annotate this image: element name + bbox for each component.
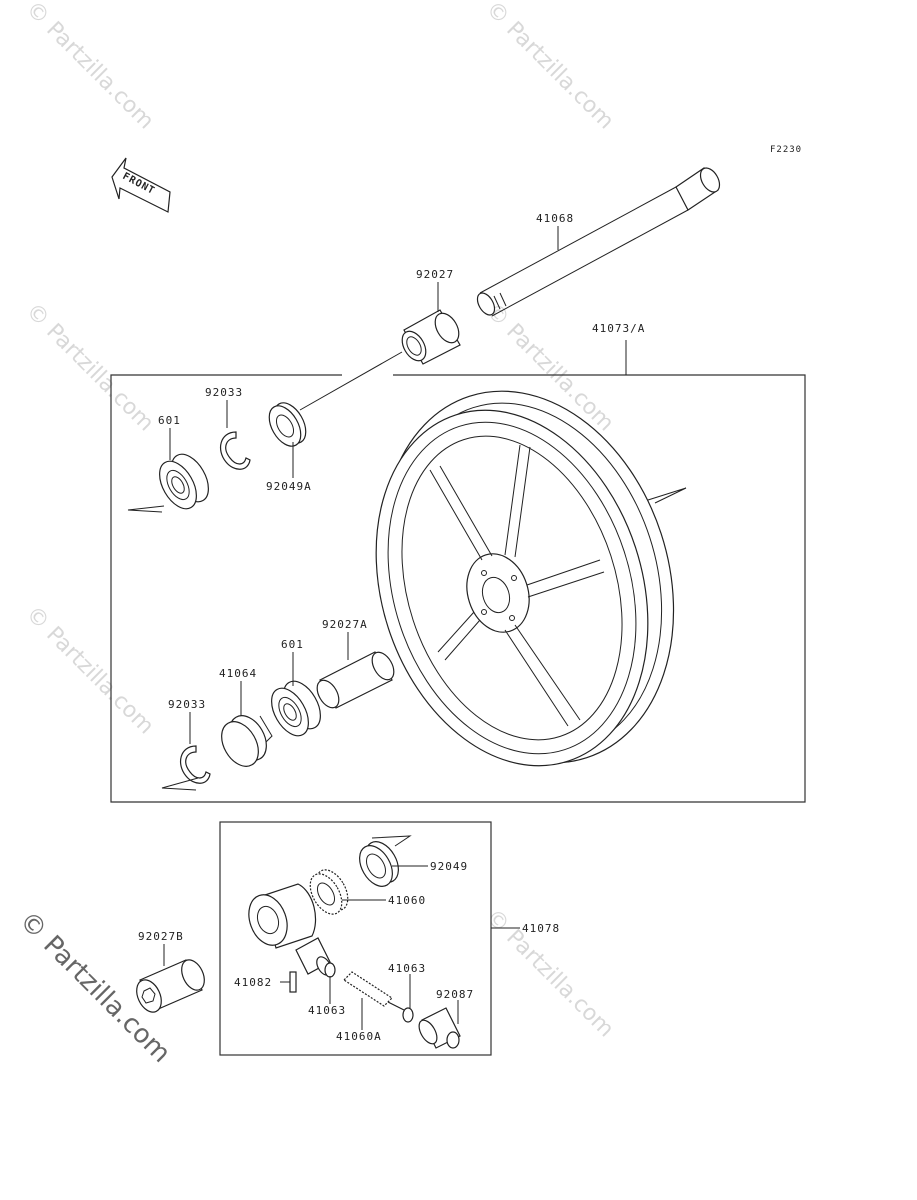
label-41063-left: 41063 <box>308 1004 346 1017</box>
pin-41082-part <box>289 971 297 993</box>
connector-spacer-bearing <box>299 351 403 411</box>
bushing-92087-part <box>418 1007 461 1049</box>
drive-plate-part <box>221 715 273 767</box>
spacer-92027a-part <box>316 651 395 709</box>
circlip-bottom-part <box>179 745 211 784</box>
gear-41060-part <box>309 869 349 915</box>
label-92049: 92049 <box>430 860 468 873</box>
watermark-5: © Partzilla.com <box>21 602 159 740</box>
label-41068: 41068 <box>536 212 574 225</box>
label-92049a: 92049A <box>266 480 312 493</box>
label-41060a: 41060A <box>336 1030 382 1043</box>
washer-41063-right-part <box>324 962 414 1023</box>
label-92027a: 92027A <box>322 618 368 631</box>
seal-92049-part <box>359 841 399 887</box>
pointer-92049 <box>371 835 412 847</box>
bearing-top-part <box>159 453 209 510</box>
wheel-part <box>375 390 687 767</box>
diagram-code: F2230 <box>770 145 802 155</box>
gear-housing-part <box>248 883 332 976</box>
label-601-top: 601 <box>158 414 181 427</box>
label-41064: 41064 <box>219 667 257 680</box>
wheel-assembly-box <box>110 374 806 803</box>
label-92033-bottom: 92033 <box>168 698 206 711</box>
bearing-bottom-part <box>271 680 321 737</box>
label-41073a: 41073/A <box>592 322 645 335</box>
collar-92027b-part <box>136 959 205 1013</box>
axle-part <box>476 167 721 317</box>
label-601-bottom: 601 <box>281 638 304 651</box>
watermark-1: © Partzilla.com <box>21 0 159 134</box>
label-92027: 92027 <box>416 268 454 281</box>
label-41078: 41078 <box>522 922 560 935</box>
pointer-bottom-left <box>161 777 199 791</box>
label-41060: 41060 <box>388 894 426 907</box>
watermark-3: © Partzilla.com <box>21 299 159 437</box>
label-92087: 92087 <box>436 988 474 1001</box>
pinion-41060a-part <box>343 971 405 1011</box>
label-41063-right: 41063 <box>388 962 426 975</box>
label-41082: 41082 <box>234 976 272 989</box>
circlip-top-part <box>219 431 251 470</box>
label-92027b: 92027B <box>138 930 184 943</box>
seal-92049a-part <box>268 402 307 447</box>
spacer-92027-part <box>401 309 461 365</box>
watermark-2: © Partzilla.com <box>481 0 619 134</box>
pointer-top-left <box>127 505 165 513</box>
speedo-gear-box <box>219 821 492 1056</box>
front-arrow-icon: FRONT <box>111 157 171 213</box>
label-92033-top: 92033 <box>205 386 243 399</box>
